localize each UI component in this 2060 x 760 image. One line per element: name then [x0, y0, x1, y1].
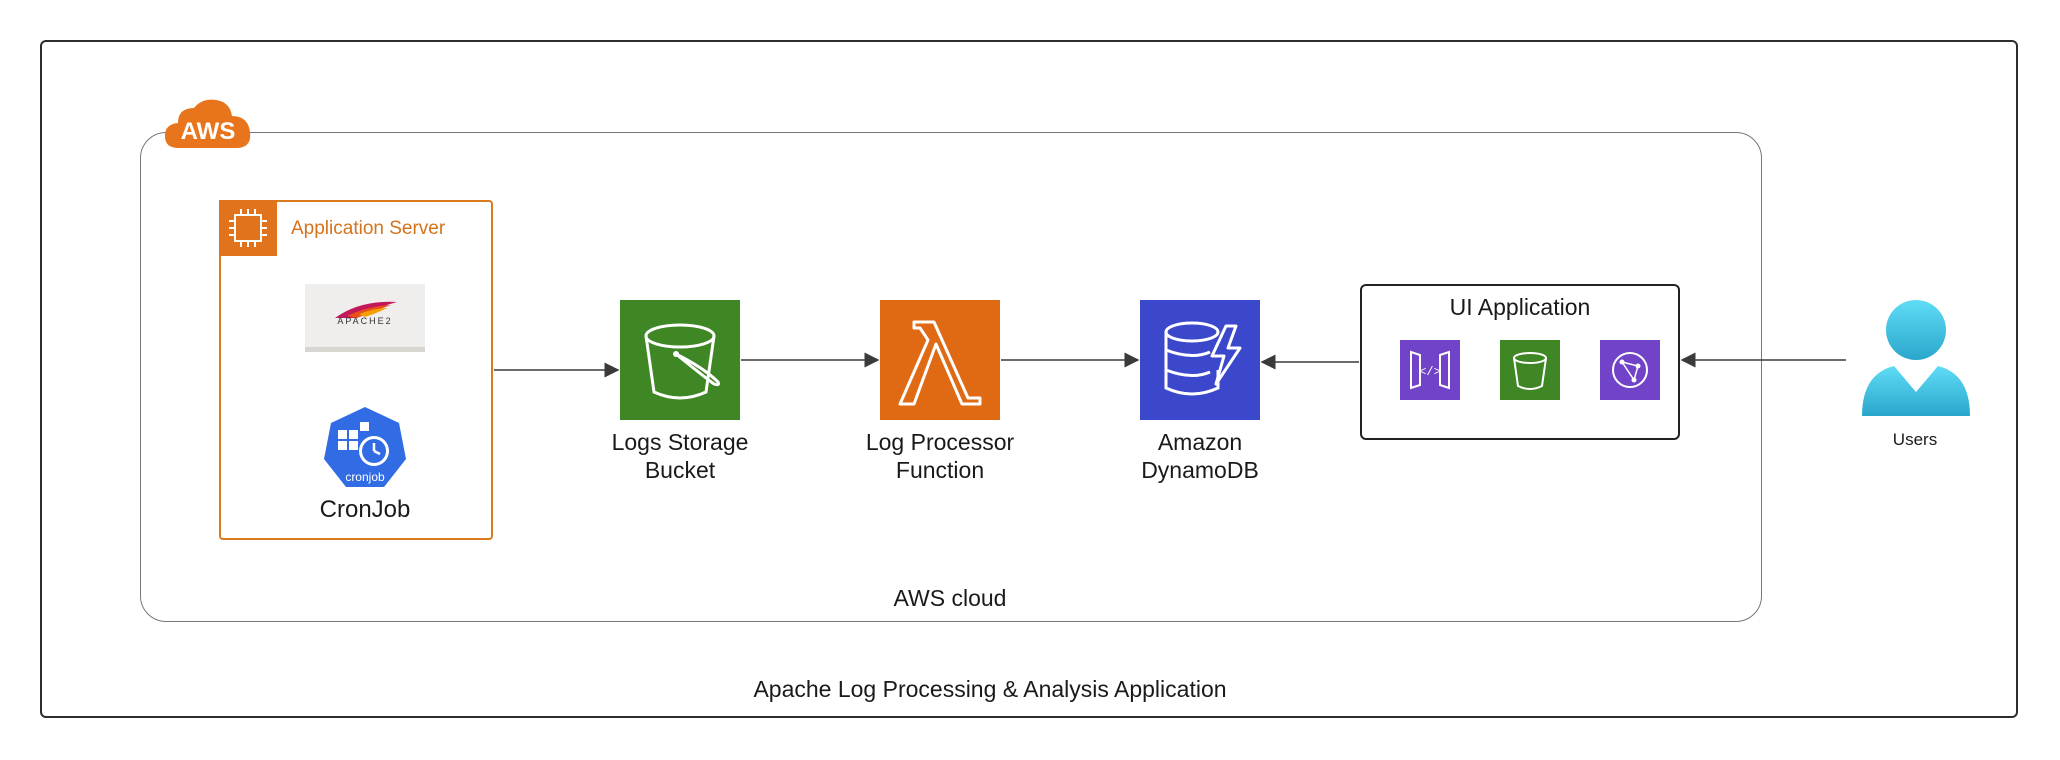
- s3-label-line1: Logs Storage: [611, 429, 749, 455]
- dynamodb-label-line2: DynamoDB: [1141, 457, 1259, 483]
- cloudfront-icon: [1600, 340, 1660, 400]
- ec2-chip-icon: [219, 200, 277, 256]
- cronjob-icon-text: cronjob: [345, 470, 385, 484]
- aws-cloud-caption: AWS cloud: [893, 585, 1007, 611]
- lambda-label-line1: Log Processor: [865, 429, 1015, 455]
- application-server-group: [219, 200, 493, 540]
- diagram-frame: [40, 40, 2018, 718]
- dynamodb-label-line1: Amazon: [1157, 429, 1243, 455]
- application-server-label: Application Server: [291, 218, 446, 239]
- s3-bucket-icon: [620, 300, 740, 420]
- ui-s3-bucket-icon: [1500, 340, 1560, 400]
- cronjob-icon: cronjob: [324, 407, 406, 487]
- diagram-title: Apache Log Processing & Analysis Applica…: [753, 676, 1227, 702]
- dynamodb-label: Amazon DynamoDB: [1090, 428, 1310, 484]
- apache-logo-text: APACHE2: [337, 316, 393, 326]
- cronjob-label: CronJob: [319, 496, 411, 523]
- users-icon: [1862, 300, 1970, 416]
- ui-application-group: [1360, 284, 1680, 440]
- apache-logo: [305, 284, 425, 352]
- dynamodb-icon: [1140, 300, 1260, 420]
- lambda-icon: [880, 300, 1000, 420]
- aws-badge-text: AWS: [180, 118, 236, 145]
- api-gateway-icon: </>: [1400, 340, 1460, 400]
- aws-cloud-group: [140, 132, 1762, 622]
- lambda-label-line2: Function: [895, 457, 985, 483]
- lambda-label: Log Processor Function: [830, 428, 1050, 484]
- s3-bucket-label: Logs Storage Bucket: [570, 428, 790, 484]
- users-label: Users: [1892, 430, 1938, 449]
- svg-text:</>: </>: [1419, 365, 1441, 379]
- aws-cloud-icon: [164, 99, 251, 148]
- ui-application-title: UI Application: [1449, 294, 1591, 320]
- s3-label-line2: Bucket: [644, 457, 716, 483]
